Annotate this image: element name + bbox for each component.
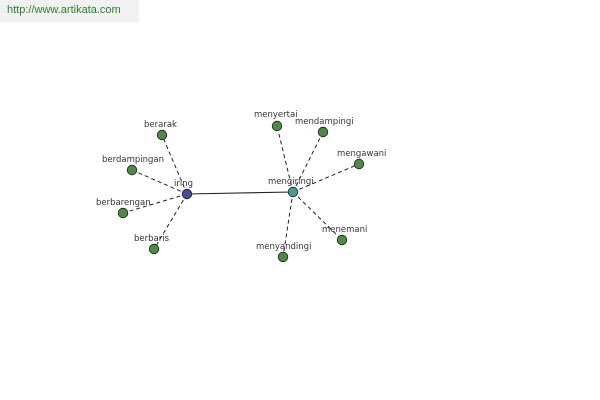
- node-menemani[interactable]: [336, 234, 348, 246]
- node-label-mengiringi: mengiringi: [268, 177, 314, 187]
- node-mengiringi[interactable]: [287, 186, 299, 198]
- edge-mengiringi-menemani: [292, 191, 343, 241]
- nodes-layer: [117, 120, 365, 263]
- node-berarak[interactable]: [156, 129, 168, 141]
- node-label-menemani: menemani: [322, 225, 367, 235]
- edge-iring-berbaris: [153, 193, 188, 250]
- node-label-berdampingan: berdampingan: [102, 155, 164, 165]
- node-label-iring: iring: [174, 179, 193, 189]
- edge-iring-mengiringi: [186, 191, 294, 195]
- node-menyandingi[interactable]: [277, 251, 289, 263]
- node-berbarengan[interactable]: [117, 207, 129, 219]
- node-berbaris[interactable]: [148, 243, 160, 255]
- edge-mengiringi-menyandingi: [282, 191, 294, 258]
- labels-layer: iring mengiringi berarak berdampingan berbar…: [96, 110, 386, 252]
- node-menyertai[interactable]: [271, 120, 283, 132]
- node-label-menyertai: menyertai: [254, 110, 298, 120]
- node-berdampingan[interactable]: [126, 164, 138, 176]
- node-label-berbarengan: berbarengan: [96, 198, 151, 208]
- node-mengawani[interactable]: [353, 158, 365, 170]
- url-banner: http://www.artikata.com: [0, 0, 139, 22]
- edge-iring-berdampingan: [131, 169, 188, 195]
- node-label-menyandingi: menyandingi: [256, 242, 311, 252]
- site-url-link[interactable]: http://www.artikata.com: [7, 4, 121, 16]
- node-label-mengawani: mengawani: [337, 149, 386, 159]
- edge-mengiringi-menyertai: [276, 125, 294, 193]
- node-iring[interactable]: [181, 188, 193, 200]
- edge-mengiringi-mengawani: [292, 163, 360, 193]
- node-mendampingi[interactable]: [317, 126, 329, 138]
- edges-layer: [122, 125, 360, 258]
- edge-iring-berarak: [161, 134, 188, 195]
- node-label-mendampingi: mendampingi: [295, 117, 354, 127]
- node-label-berbaris: berbaris: [134, 234, 170, 244]
- node-label-berarak: berarak: [144, 120, 177, 130]
